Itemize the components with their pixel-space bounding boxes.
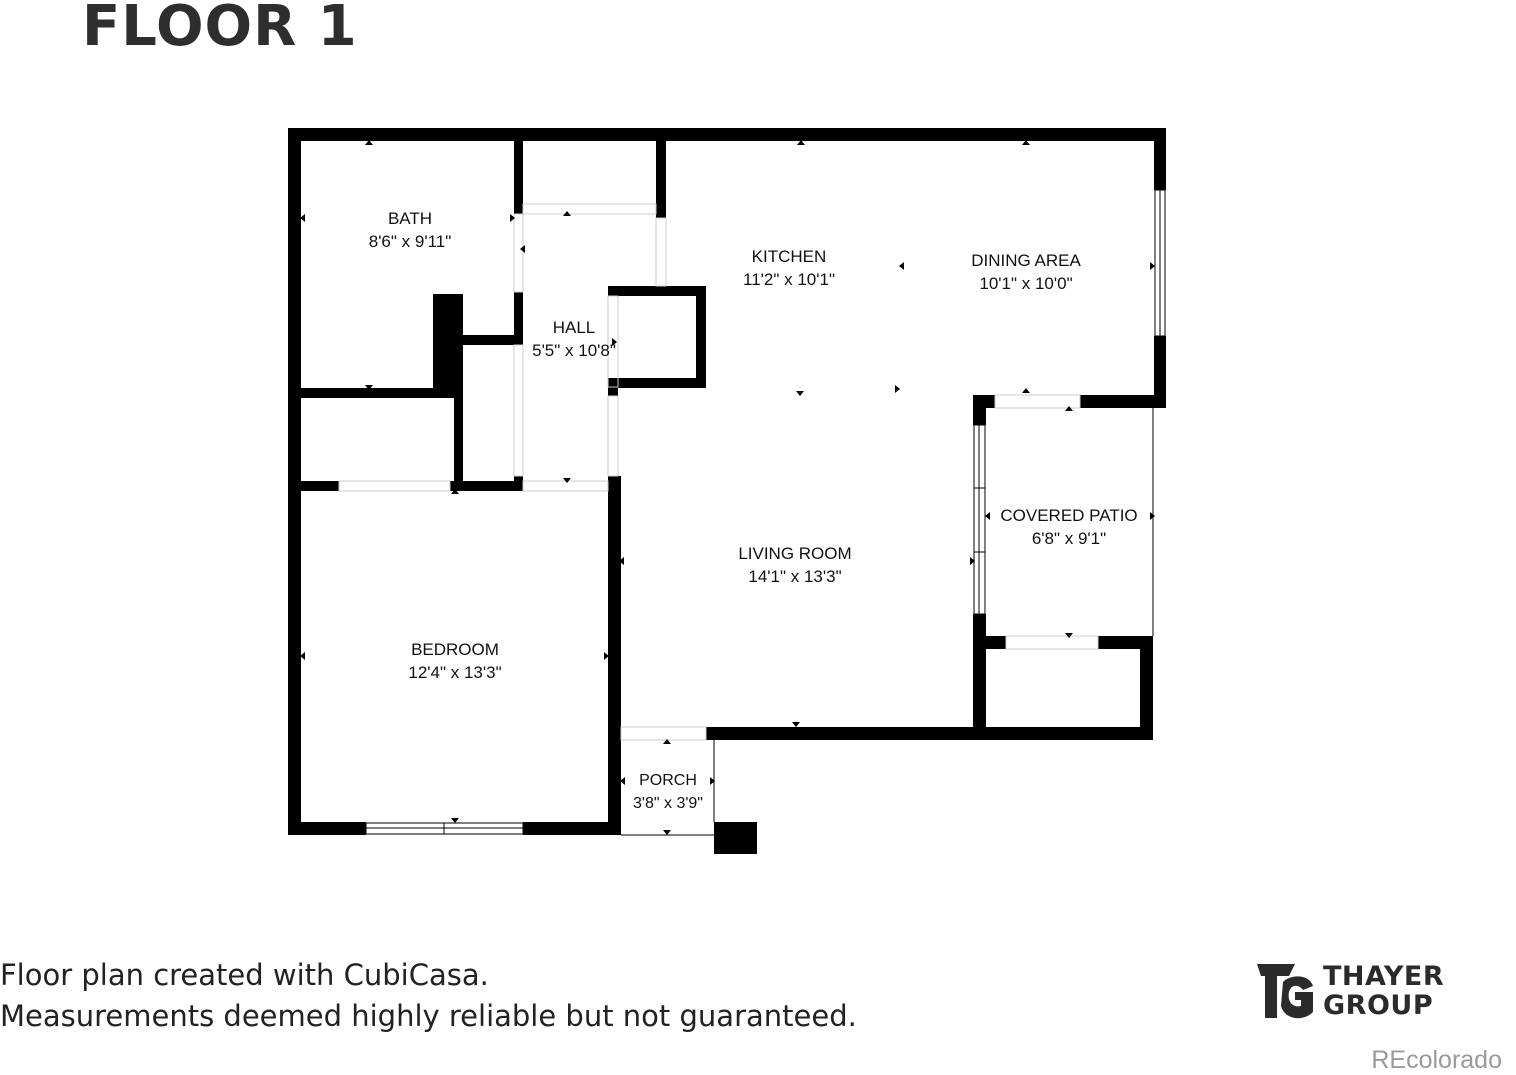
room-label-dining-area: DINING AREA 10'1" x 10'0" [971,249,1081,295]
thayer-group-logo: THAYER GROUP [1255,962,1455,1022]
room-label-porch: PORCH 3'8" x 3'9" [633,769,703,815]
disclaimer: Floor plan created with CubiCasa. Measur… [0,955,857,1037]
floor-title: FLOOR 1 [82,0,358,59]
disclaimer-line-1: Floor plan created with CubiCasa. [0,958,489,992]
room-name: DINING AREA [971,251,1081,270]
logo-line-1: THAYER [1323,961,1445,992]
room-dimensions: 5'5" x 10'8" [532,341,616,360]
room-dimensions: 6'8" x 9'1" [1031,529,1107,548]
room-name: PORCH [639,772,697,789]
room-label-bedroom: BEDROOM 12'4" x 13'3" [408,638,501,684]
room-dimensions: 12'4" x 13'3" [408,663,502,682]
room-dimensions: 11'2" x 10'1" [743,270,835,289]
room-label-living-room: LIVING ROOM 14'1" x 13'3" [738,542,851,588]
room-dimensions: 3'8" x 3'9" [633,795,703,812]
room-name: LIVING ROOM [738,544,852,563]
room-label-kitchen: KITCHEN 11'2" x 10'1" [743,245,835,291]
dimension-arrows [300,140,1155,835]
logo-mark-icon [1257,964,1313,1019]
room-label-bath: BATH 8'6" x 9'11" [369,207,452,253]
room-label-covered-patio: COVERED PATIO 6'8" x 9'1" [1000,504,1137,550]
interior-walls [301,141,706,835]
logo-wordmark: THAYER GROUP [1323,962,1444,1020]
room-dimensions: 8'6" x 9'11" [368,232,452,251]
room-name: BEDROOM [411,640,499,659]
logo-line-2: GROUP [1323,990,1434,1021]
room-name: HALL [552,318,596,337]
room-dimensions: 10'1" x 10'0" [979,274,1073,293]
exterior-walls [288,128,1166,854]
watermark: REcolorado [1371,1046,1502,1074]
room-label-hall: HALL 5'5" x 10'8" [532,316,616,362]
windows [365,189,1166,835]
room-dimensions: 14'1" x 13'3" [748,567,842,586]
room-name: BATH [387,209,433,228]
room-name: COVERED PATIO [1000,506,1138,525]
room-name: KITCHEN [751,247,827,266]
disclaimer-line-2: Measurements deemed highly reliable but … [0,999,857,1033]
